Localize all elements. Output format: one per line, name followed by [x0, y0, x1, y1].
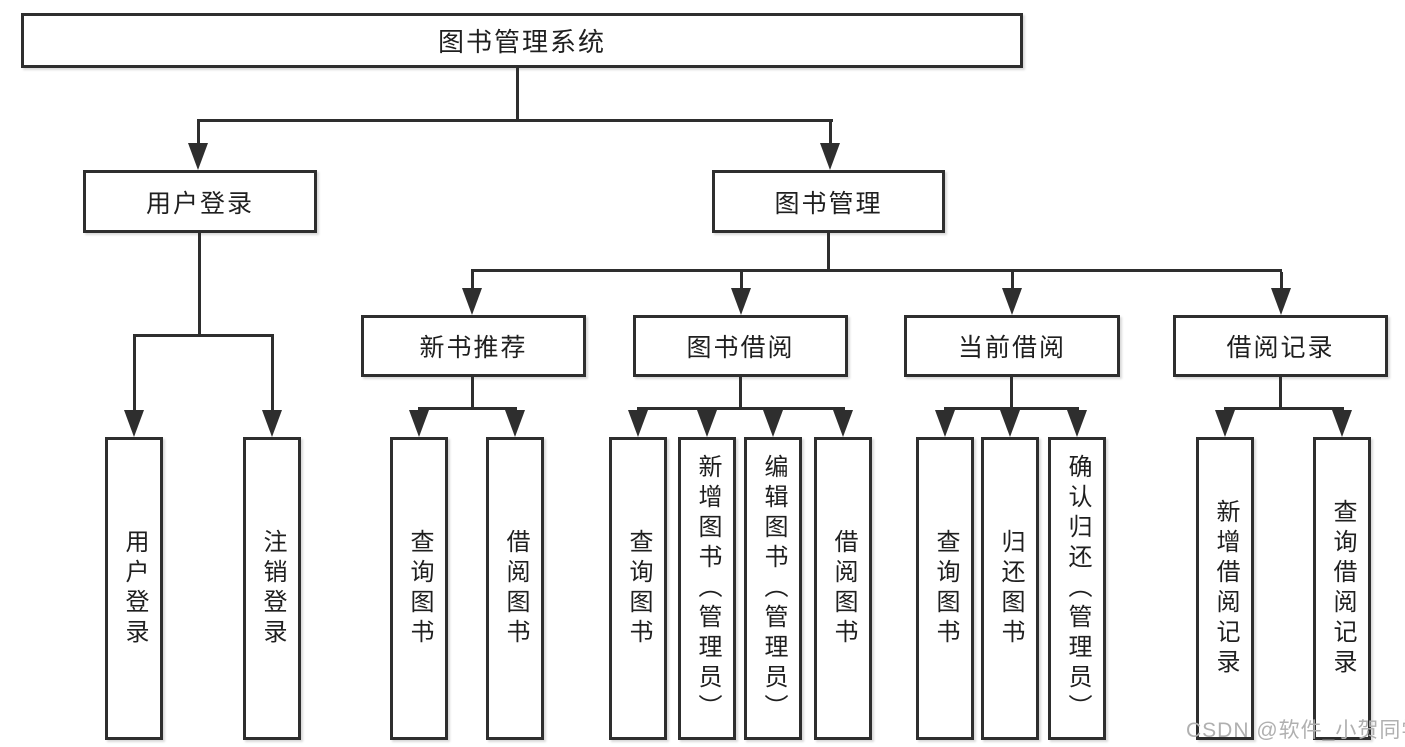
arrowhead: [628, 410, 648, 437]
node-user-login-action-label: 用户登录: [121, 528, 148, 649]
connector-current-vertical: [1010, 377, 1013, 408]
connector-stub: [133, 337, 136, 411]
connector-stub: [471, 272, 474, 289]
node-book-management-label: 图书管理: [774, 189, 883, 218]
arrowhead: [1067, 410, 1087, 437]
arrowhead: [1271, 288, 1291, 315]
node-current-borrowing-label: 当前借阅: [957, 334, 1066, 362]
connector-stub: [271, 337, 274, 411]
arrowhead: [820, 143, 840, 170]
connector-stub: [740, 272, 743, 289]
node-current-confirm-return-admin: 确认归还（管理员）: [1048, 437, 1106, 740]
node-recommend-search-books: 查询图书: [390, 437, 448, 740]
connector-recommendation-vertical: [471, 377, 474, 408]
arrowhead: [409, 410, 429, 437]
node-logout-action: 注销登录: [243, 437, 301, 740]
arrowhead: [935, 410, 955, 437]
node-recommend-borrow-books: 借阅图书: [486, 437, 544, 740]
node-current-return-books: 归还图书: [981, 437, 1039, 740]
node-records-search-record-label: 查询借阅记录: [1329, 498, 1356, 679]
node-current-search-books-label: 查询图书: [932, 528, 959, 649]
connector-recommendation-horizontal: [418, 407, 517, 410]
arrowhead: [833, 410, 853, 437]
connector-borrowing-horizontal: [637, 407, 845, 410]
node-current-search-books: 查询图书: [916, 437, 974, 740]
node-current-return-books-label: 归还图书: [997, 528, 1024, 649]
arrowhead: [262, 410, 282, 437]
connector-stub: [197, 121, 200, 145]
node-records-add-record-label: 新增借阅记录: [1212, 498, 1239, 679]
arrowhead: [124, 410, 144, 437]
connector-stub: [1280, 272, 1283, 289]
arrowhead: [1000, 410, 1020, 437]
node-borrowing-edit-books-admin: 编辑图书（管理员）: [744, 437, 802, 740]
connector-borrowing-vertical: [739, 377, 742, 408]
node-new-book-recommendation-label: 新书推荐: [419, 334, 528, 362]
node-borrowing-borrow-books: 借阅图书: [814, 437, 872, 740]
arrowhead: [188, 143, 208, 170]
node-borrowing-search-books-label: 查询图书: [625, 528, 652, 649]
node-records-search-record: 查询借阅记录: [1313, 437, 1371, 740]
node-recommend-search-books-label: 查询图书: [406, 528, 433, 649]
node-book-management: 图书管理: [712, 170, 945, 233]
connector-root-horizontal: [197, 119, 833, 122]
node-user-login: 用户登录: [83, 170, 317, 233]
arrowhead: [1002, 288, 1022, 315]
arrowhead: [731, 288, 751, 315]
arrowhead: [697, 410, 717, 437]
node-recommend-borrow-books-label: 借阅图书: [502, 528, 529, 649]
node-borrowing-records: 借阅记录: [1173, 315, 1388, 377]
connector-login-horizontal: [133, 334, 274, 337]
arrowhead: [1215, 410, 1235, 437]
node-borrowing-records-label: 借阅记录: [1226, 334, 1335, 362]
connector-root-vertical: [516, 68, 519, 121]
node-user-login-action: 用户登录: [105, 437, 163, 740]
node-root: 图书管理系统: [21, 13, 1023, 68]
node-borrowing-add-books-admin-label: 新增图书（管理员）: [694, 453, 721, 724]
node-new-book-recommendation: 新书推荐: [361, 315, 586, 377]
watermark: CSDN @软件_小贺同学: [1186, 719, 1405, 742]
connector-current-horizontal: [944, 407, 1079, 410]
connector-login-vertical: [198, 233, 201, 336]
node-borrowing-search-books: 查询图书: [609, 437, 667, 740]
node-borrowing-borrow-books-label: 借阅图书: [830, 528, 857, 649]
connector-management-vertical: [827, 233, 830, 271]
arrowhead: [462, 288, 482, 315]
arrowhead: [505, 410, 525, 437]
node-current-confirm-return-admin-label: 确认归还（管理员）: [1064, 453, 1091, 724]
node-root-label: 图书管理系统: [437, 27, 606, 57]
node-records-add-record: 新增借阅记录: [1196, 437, 1254, 740]
node-borrowing-edit-books-admin-label: 编辑图书（管理员）: [760, 453, 787, 724]
node-user-login-label: 用户登录: [145, 189, 254, 218]
arrowhead: [763, 410, 783, 437]
node-book-borrowing: 图书借阅: [633, 315, 848, 377]
connector-stub: [829, 121, 832, 145]
connector-records-vertical: [1279, 377, 1282, 408]
connector-records-horizontal: [1224, 407, 1344, 410]
connector-stub: [1011, 272, 1014, 289]
node-book-borrowing-label: 图书借阅: [686, 334, 795, 362]
connector-management-horizontal: [471, 269, 1282, 272]
node-logout-action-label: 注销登录: [259, 528, 286, 649]
node-borrowing-add-books-admin: 新增图书（管理员）: [678, 437, 736, 740]
arrowhead: [1332, 410, 1352, 437]
node-current-borrowing: 当前借阅: [904, 315, 1120, 377]
